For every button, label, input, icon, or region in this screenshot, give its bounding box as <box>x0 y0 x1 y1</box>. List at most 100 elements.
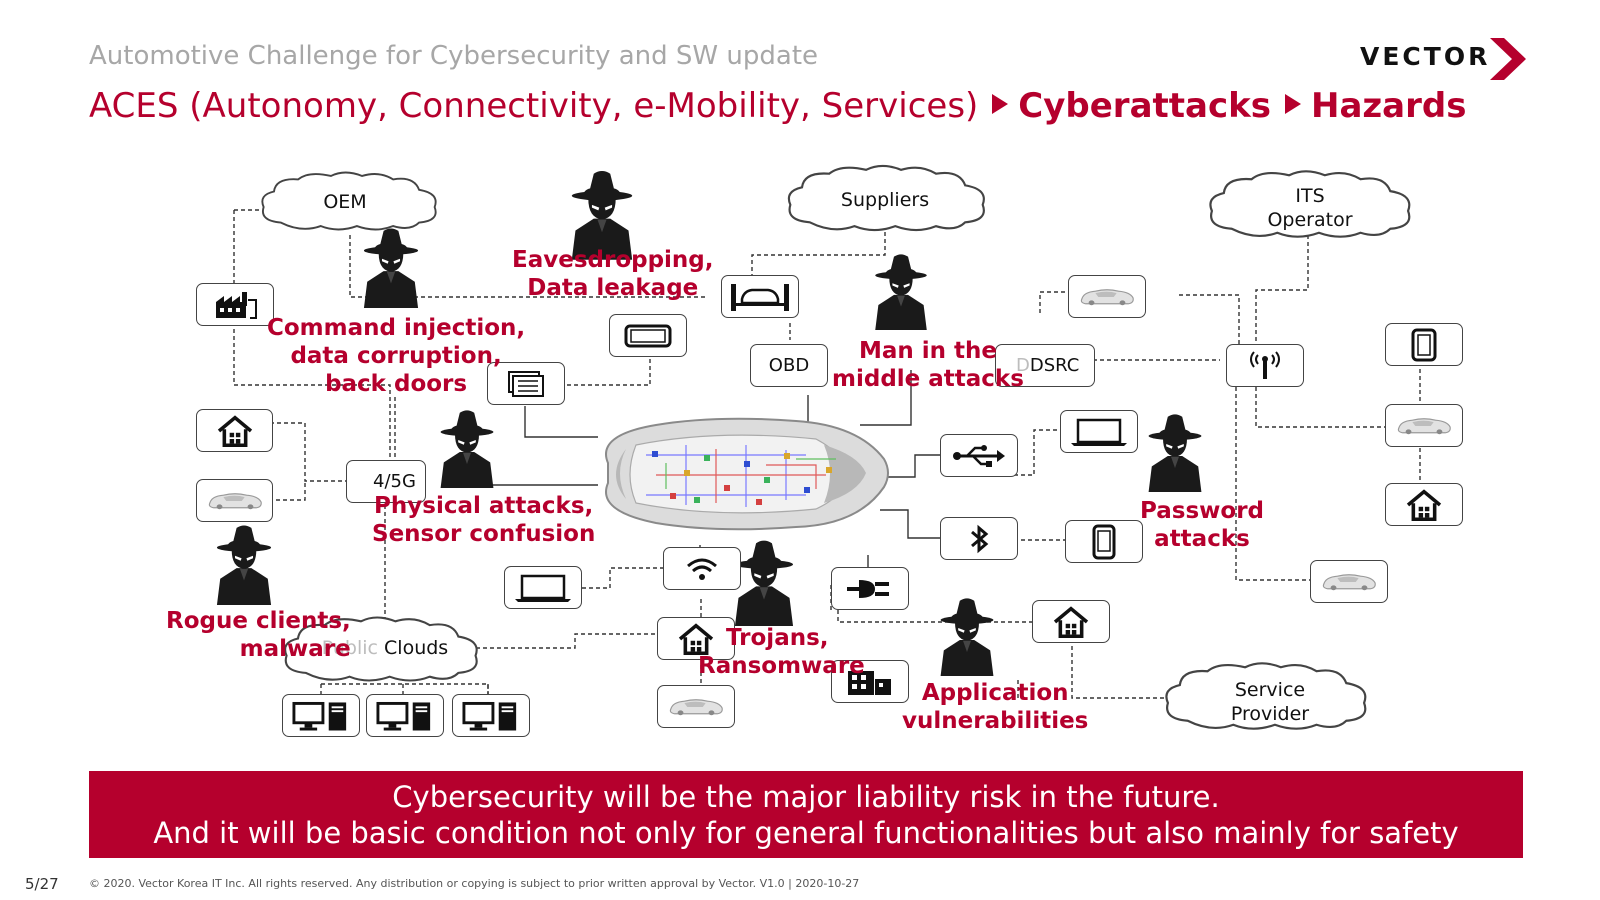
threat-password-line2: attacks <box>1154 526 1250 552</box>
cloud-label-oem: OEM <box>323 191 367 213</box>
server-node[interactable] <box>366 694 444 737</box>
logo-chevron-icon <box>1490 38 1526 80</box>
threat-rogue-line1: Rogue clients, <box>166 608 351 634</box>
threat-physical: Physical attacks, Sensor confusion <box>372 492 595 548</box>
phone-icon <box>1092 524 1116 559</box>
garage-node[interactable] <box>721 275 799 318</box>
hacker-command-injection-icon <box>363 228 419 308</box>
conclusion-banner: Cybersecurity will be the major liabilit… <box>89 771 1523 858</box>
public-clouds-prefix: Public <box>321 637 378 659</box>
threat-application: Application vulnerabilities <box>902 679 1088 735</box>
hacker-trojans-icon <box>734 540 794 626</box>
threat-mitm-line2: middle attacks <box>832 366 1024 392</box>
title-hazards: Hazards <box>1310 86 1467 126</box>
hacker-rogue-icon <box>216 525 272 605</box>
car-icon <box>669 698 723 716</box>
home-node[interactable] <box>1032 600 1110 643</box>
laptop-icon <box>1071 418 1127 446</box>
vector-logo: VECTOR <box>1360 38 1530 80</box>
tablet-node[interactable] <box>1385 323 1463 366</box>
cloud-label-service-line2: Provider <box>1230 703 1310 725</box>
threat-eavesdropping: Eavesdropping, Data leakage <box>512 246 714 302</box>
cloud-label-public-clouds: Public Clouds <box>300 636 470 660</box>
banner-line2: And it will be basic condition not only … <box>153 816 1459 850</box>
dsrc-label-prefix: D <box>1016 355 1030 376</box>
car-node[interactable] <box>196 479 273 522</box>
home-node[interactable] <box>196 409 273 452</box>
banner-line1: Cybersecurity will be the major liabilit… <box>392 780 1220 814</box>
threat-mitm: Man in the middle attacks <box>832 337 1024 393</box>
hacker-application-icon <box>940 598 994 676</box>
threat-command-injection-line2: data corruption, <box>290 343 502 369</box>
threat-trojans-line2: Ransomware <box>698 653 865 679</box>
threat-command-injection: Command injection, data corruption, back… <box>267 314 525 398</box>
wifi-icon <box>687 558 717 580</box>
desktop-computer-icon <box>292 700 348 732</box>
car-node[interactable] <box>657 685 735 728</box>
title-aces: ACES (Autonomy, Connectivity, e-Mobility… <box>89 86 979 126</box>
car-node[interactable] <box>1385 404 1463 447</box>
threat-physical-line1: Physical attacks, <box>374 493 594 519</box>
server-node[interactable] <box>282 694 360 737</box>
threat-rogue-line2: malware <box>239 636 351 662</box>
roadside-unit-node[interactable] <box>1226 344 1304 387</box>
charger-node[interactable] <box>831 567 909 610</box>
factory-icon <box>216 291 257 319</box>
usb-node[interactable] <box>940 434 1018 477</box>
car-icon <box>1322 573 1376 591</box>
smartphone-node[interactable] <box>1065 520 1143 563</box>
obd-node[interactable]: OBD <box>750 344 828 387</box>
car-lift-icon <box>731 283 789 311</box>
threat-trojans-line1: Trojans, <box>726 625 829 651</box>
car-node[interactable] <box>1068 275 1146 318</box>
house-icon <box>216 415 253 447</box>
page-title: ACES (Autonomy, Connectivity, e-Mobility… <box>89 86 1466 126</box>
wifi-node[interactable] <box>663 547 741 590</box>
threat-physical-line2: Sensor confusion <box>372 521 596 547</box>
threat-eavesdropping-line1: Eavesdropping, <box>512 247 714 273</box>
server-node[interactable] <box>452 694 530 737</box>
phone-landscape-icon <box>624 324 672 347</box>
sensor-node[interactable] <box>487 362 565 405</box>
tablet-icon <box>1411 328 1437 361</box>
threat-eavesdropping-line2: Data leakage <box>527 275 699 301</box>
page-number: 5/27 <box>25 875 59 893</box>
threat-command-injection-line1: Command injection, <box>267 315 526 341</box>
threat-application-line2: vulnerabilities <box>902 708 1089 734</box>
dsrc-label: DSRC <box>1029 355 1080 376</box>
car-node[interactable] <box>1310 560 1388 603</box>
bluetooth-node[interactable] <box>940 517 1018 560</box>
house-icon <box>1406 489 1442 521</box>
building-node[interactable] <box>831 660 909 703</box>
factory-node[interactable] <box>196 283 274 326</box>
threat-application-line1: Application <box>921 680 1069 706</box>
house-icon <box>1053 606 1089 638</box>
desktop-computer-icon <box>376 700 432 732</box>
threat-command-injection-line3: back doors <box>325 371 468 397</box>
laptop-node[interactable] <box>504 566 582 609</box>
building-icon <box>848 670 891 695</box>
home-node[interactable] <box>657 617 735 660</box>
usb-icon <box>953 444 1005 467</box>
title-arrow-icon <box>992 94 1009 114</box>
cloud-label-its-line1: ITS <box>1295 185 1325 207</box>
ev-plug-icon <box>847 579 889 598</box>
laptop-node[interactable] <box>1060 410 1138 453</box>
laptop-icon <box>515 574 571 602</box>
threat-rogue: Rogue clients, malware <box>166 607 351 663</box>
car-icon <box>208 492 262 510</box>
logo-text: VECTOR <box>1360 42 1491 71</box>
copyright-footer: © 2020. Vector Korea IT Inc. All rights … <box>89 877 860 890</box>
page-subtitle: Automotive Challenge for Cybersecurity a… <box>89 41 819 71</box>
cloud-label-service-line1: Service <box>1234 679 1306 701</box>
title-cyberattacks: Cyberattacks <box>1018 86 1271 126</box>
sensor-stack-icon <box>508 370 544 397</box>
node-4-5g[interactable]: 4/5G <box>346 460 426 503</box>
car-icon <box>1397 417 1451 435</box>
smartphone-node[interactable] <box>609 314 687 357</box>
home-node[interactable] <box>1385 483 1463 526</box>
threat-mitm-line1: Man in the <box>858 338 997 364</box>
antenna-icon <box>1250 350 1280 379</box>
